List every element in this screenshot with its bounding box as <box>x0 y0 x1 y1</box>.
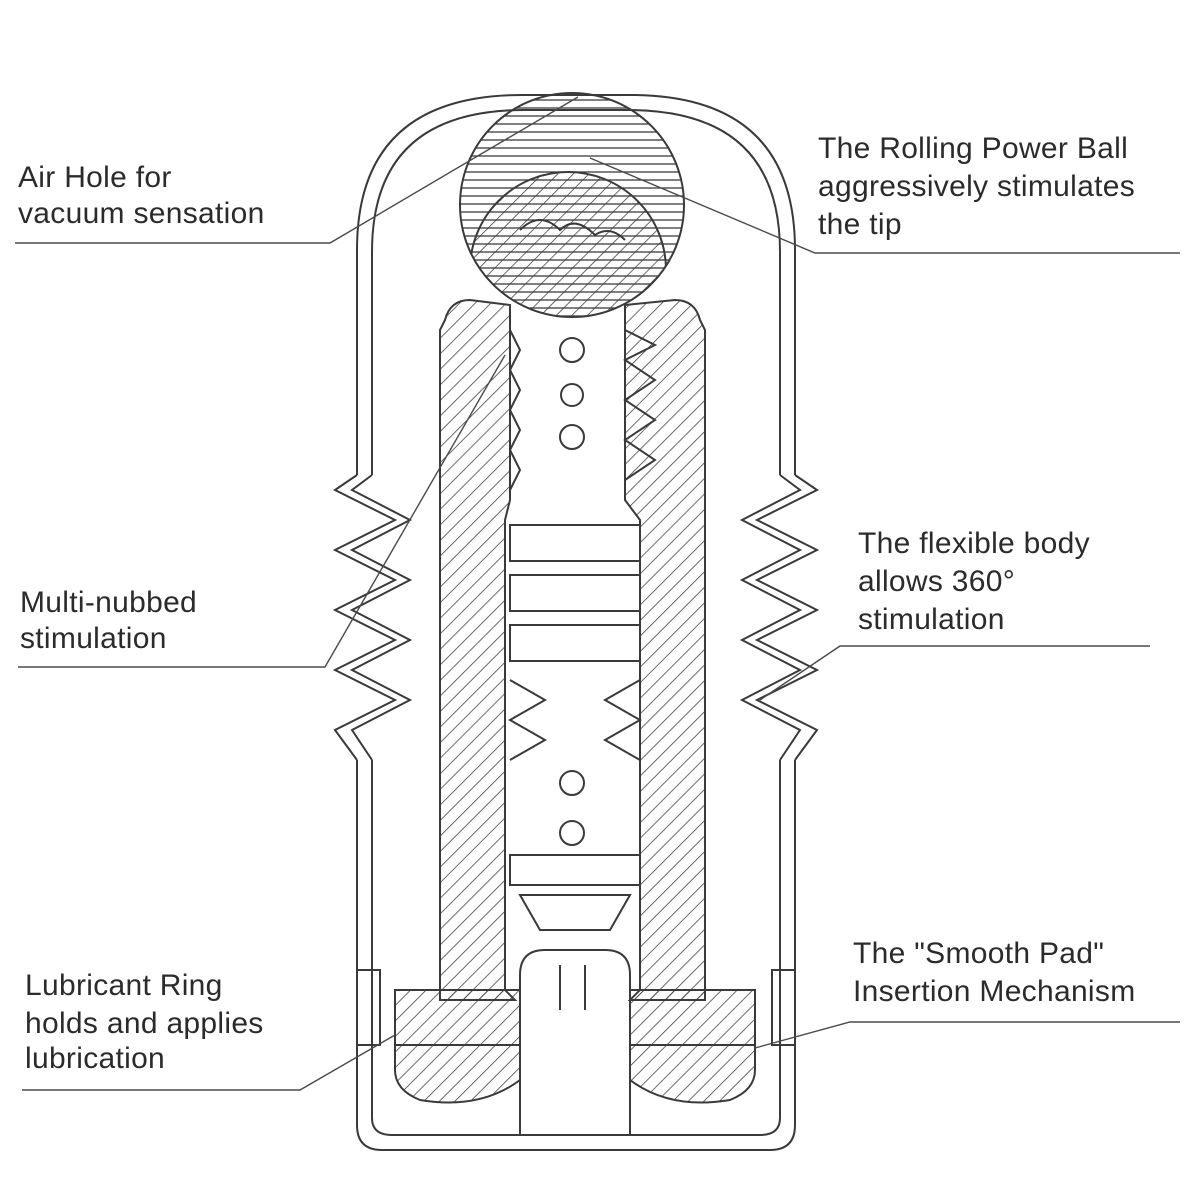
callout-line: allows 360° <box>858 565 1015 598</box>
callout-line: The Rolling Power Ball <box>818 132 1128 165</box>
callout-smooth-pad: The "Smooth Pad" Insertion Mechanism <box>853 937 1135 1008</box>
inner-sleeve <box>439 298 706 1001</box>
callout-lubricant-ring: Lubricant Ring holds and applies lubrica… <box>25 969 264 1075</box>
callout-line: vacuum sensation <box>18 197 265 230</box>
callout-flexible-body: The flexible body allows 360° stimulatio… <box>858 527 1090 636</box>
flexible-bellows <box>332 474 820 761</box>
callout-line: Multi-nubbed <box>20 586 197 619</box>
leader-lines <box>15 96 1180 1091</box>
callout-line: Lubricant Ring <box>25 969 223 1002</box>
callout-multi-nubbed: Multi-nubbed stimulation <box>20 586 197 655</box>
callout-line: aggressively stimulates <box>818 170 1135 203</box>
callout-line: The flexible body <box>858 527 1090 560</box>
stimulation-nubs <box>559 337 585 846</box>
callout-line: the tip <box>818 208 902 241</box>
callout-line: lubrication <box>25 1042 165 1075</box>
callout-line: Insertion Mechanism <box>853 975 1135 1008</box>
callout-line: stimulation <box>858 603 1005 636</box>
rolling-power-ball <box>459 92 685 318</box>
callout-line: stimulation <box>20 622 167 655</box>
callout-air-hole: Air Hole for vacuum sensation <box>18 161 265 230</box>
callout-line: The "Smooth Pad" <box>853 937 1104 970</box>
callout-line: Air Hole for <box>18 161 172 194</box>
inner-canal <box>507 524 643 931</box>
callout-power-ball: The Rolling Power Ball aggressively stim… <box>818 132 1135 241</box>
callout-line: holds and applies <box>25 1007 264 1040</box>
base-assembly <box>357 949 795 1135</box>
